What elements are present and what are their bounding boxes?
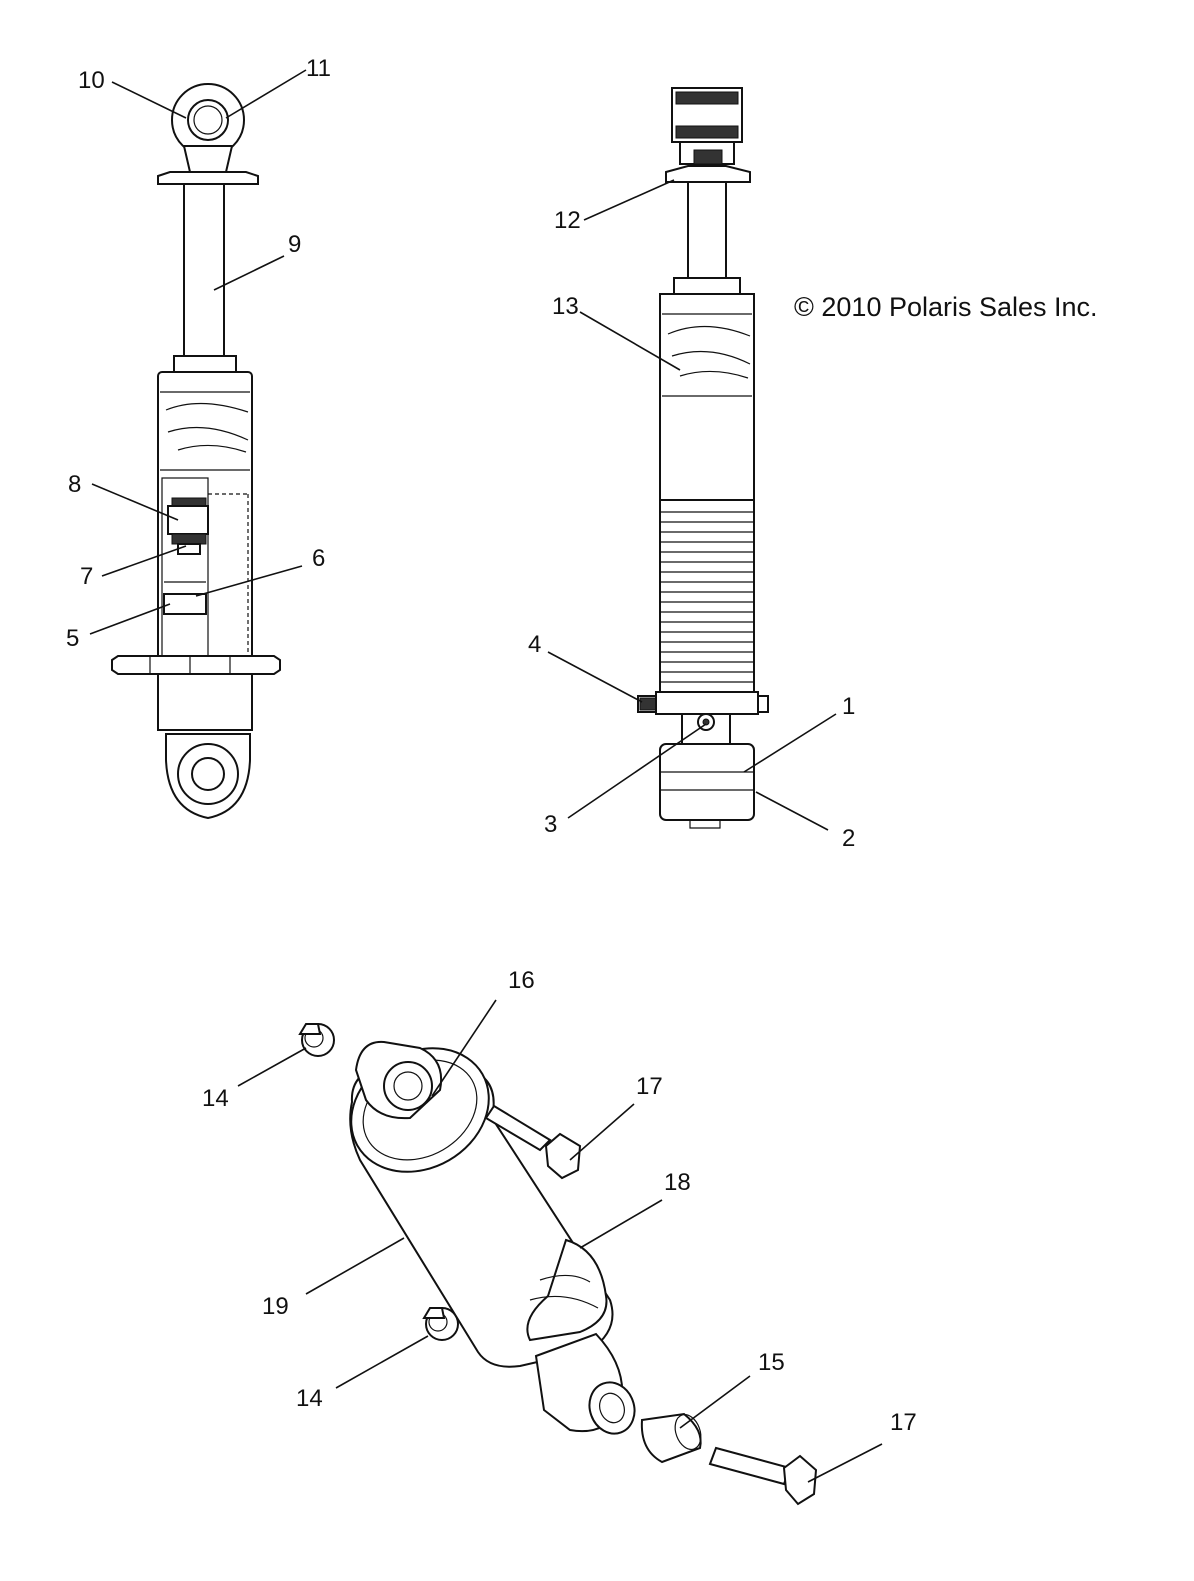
bolt-bottom-shank: [708, 1446, 792, 1486]
bushing-hatch-top: [675, 91, 739, 105]
collar-ring: [655, 691, 759, 715]
right-shock-assembly: [637, 87, 769, 829]
callout-1: 1: [842, 693, 855, 720]
callout-15: 15: [758, 1349, 785, 1376]
eye-neck: [182, 145, 234, 173]
lower-eye: [588, 1381, 636, 1435]
decal-graphic: [667, 325, 751, 379]
floating-piston: [163, 593, 207, 615]
leader-lines: [89, 69, 883, 1483]
valve-shim: [171, 497, 207, 507]
callout-16: 16: [508, 967, 535, 994]
sleeve: [640, 1412, 702, 1464]
callout-10: 10: [78, 67, 105, 94]
washer-bottom: [422, 1307, 459, 1341]
shock-body: [659, 293, 755, 501]
shaft: [687, 181, 727, 281]
callout-5: 5: [66, 625, 79, 652]
callout-17-bottom: 17: [890, 1409, 917, 1436]
piston-nut: [177, 543, 201, 555]
callout-17-top: 17: [636, 1073, 663, 1100]
callout-6: 6: [312, 545, 325, 572]
decal-graphic: [165, 402, 249, 453]
callout-12: 12: [554, 207, 581, 234]
callout-14-bottom: 14: [296, 1385, 323, 1412]
bolt-top-shank: [484, 1104, 552, 1152]
copyright-notice: © 2010 Polaris Sales Inc.: [794, 292, 1098, 322]
top-spring-retainer: [665, 165, 751, 183]
threaded-body: [659, 499, 755, 693]
threads: [660, 511, 754, 683]
callout-3: 3: [544, 811, 557, 838]
callout-9: 9: [288, 231, 301, 258]
bottom-shock-assembly: [298, 1023, 818, 1506]
callout-14-top: 14: [202, 1085, 229, 1112]
callout-4: 4: [528, 631, 541, 658]
callout-2: 2: [842, 825, 855, 852]
shaft: [183, 183, 225, 359]
lower-body: [157, 673, 253, 731]
top-eye-bushing: [383, 1061, 433, 1111]
bolt-bottom-head: [782, 1454, 818, 1506]
adjuster-collar: [111, 655, 281, 675]
callout-18: 18: [664, 1169, 691, 1196]
bottom-eye: [659, 743, 755, 821]
callout-7: 7: [80, 563, 93, 590]
callout-8: 8: [68, 471, 81, 498]
callout-19: 19: [262, 1293, 289, 1320]
callout-13: 13: [552, 293, 579, 320]
bolt-top-head: [544, 1132, 582, 1180]
callout-11: 11: [306, 55, 331, 82]
spring-cutaway: [526, 1238, 608, 1342]
top-spring-seat: [157, 171, 259, 185]
washer-top: [298, 1023, 335, 1057]
piston: [167, 505, 209, 535]
callout-labels: 10 11 9 8 7 6 5 12 13 4 1 3 2 16 14 17 1…: [66, 55, 917, 1436]
bushing-hatch-bottom: [675, 125, 739, 139]
left-shock-assembly: [111, 83, 281, 820]
